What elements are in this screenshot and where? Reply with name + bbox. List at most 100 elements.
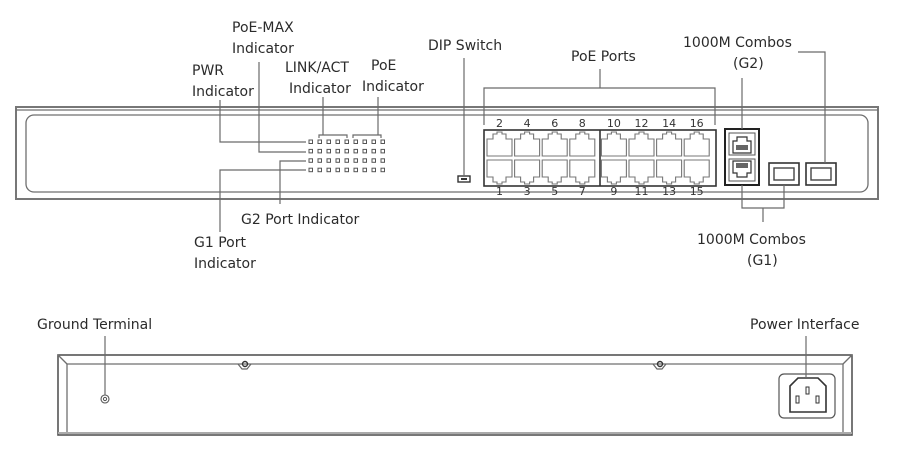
- port-number-label: 12: [635, 117, 649, 130]
- link-act-bracket: [318, 134, 348, 138]
- led-indicator: [362, 167, 367, 173]
- combos-g2-label: 1000M Combos: [683, 35, 792, 51]
- port-number-label: 15: [690, 185, 704, 198]
- front-panel-chassis: [15, 106, 879, 200]
- rj45-port: [628, 131, 655, 157]
- led-indicator: [335, 148, 340, 154]
- rj45-port: [541, 131, 568, 157]
- ground-terminal-label: Ground Terminal: [37, 317, 152, 333]
- led-indicator: [380, 158, 385, 163]
- led-indicator: [308, 158, 313, 163]
- rj45-port: [683, 131, 710, 157]
- combo-rj45-pair: [724, 128, 760, 186]
- led-indicator: [317, 139, 322, 144]
- poe-ports-label: PoE Ports: [571, 49, 636, 65]
- poe-max-label-2: Indicator: [232, 41, 294, 57]
- combos-g1-bracket: [741, 185, 785, 209]
- port-number-label: 4: [524, 117, 531, 130]
- led-indicator: [335, 158, 340, 163]
- rear-panel-chassis: [57, 354, 853, 436]
- led-indicator: [317, 167, 322, 173]
- poe-bracket: [352, 134, 382, 138]
- port-number-label: 10: [607, 117, 621, 130]
- pwr-label-2: Indicator: [192, 84, 254, 100]
- port-number-label: 16: [690, 117, 704, 130]
- led-indicator: [308, 139, 313, 144]
- led-indicator: [344, 158, 349, 163]
- led-indicator: [326, 167, 331, 173]
- led-indicator: [362, 158, 367, 163]
- led-indicator: [326, 158, 331, 163]
- combos-g2-leader-sfp: [798, 51, 826, 163]
- combos-g1-label: 1000M Combos: [697, 232, 806, 248]
- led-indicator: [344, 139, 349, 144]
- rear-panel: Ground Terminal Power Interface: [37, 317, 859, 436]
- led-indicator: [326, 148, 331, 154]
- rj45-port: [656, 159, 683, 185]
- led-indicator: [380, 148, 385, 154]
- led-indicator: [371, 167, 376, 173]
- led-indicator: [353, 139, 358, 144]
- poe-label-2: Indicator: [362, 79, 424, 95]
- led-indicator: [362, 148, 367, 154]
- rj45-port: [486, 131, 513, 157]
- poe-label: PoE: [371, 58, 396, 74]
- rear-screw-left: [237, 360, 252, 370]
- dip-switch-label: DIP Switch: [428, 38, 502, 54]
- led-indicator: [344, 148, 349, 154]
- dip-switch: [457, 175, 471, 183]
- g1-port-indicator-label-2: Indicator: [194, 256, 256, 272]
- indicator-grid: [308, 139, 385, 173]
- sfp-port-g2: [805, 162, 837, 186]
- port-number-label: 8: [579, 117, 586, 130]
- led-indicator: [362, 139, 367, 144]
- led-indicator: [353, 158, 358, 163]
- g1-port-leader: [219, 169, 306, 232]
- led-indicator: [371, 148, 376, 154]
- port-number-label: 11: [635, 185, 649, 198]
- rj45-ports: [486, 131, 710, 185]
- g2-port-indicator-label: G2 Port Indicator: [241, 212, 360, 228]
- rj45-port: [541, 159, 568, 185]
- front-panel-inner-bezel: [25, 114, 869, 193]
- port-number-label: 14: [662, 117, 676, 130]
- rj45-port: [514, 131, 541, 157]
- port-number-label: 6: [551, 117, 558, 130]
- link-act-label: LINK/ACT: [285, 60, 349, 76]
- led-indicator: [317, 148, 322, 154]
- rj45-port: [600, 159, 627, 185]
- led-indicator: [380, 139, 385, 144]
- rj45-port: [656, 131, 683, 157]
- led-indicator: [353, 148, 358, 154]
- led-indicator: [335, 167, 340, 173]
- rj45-port: [569, 159, 596, 185]
- port-number-label: 9: [610, 185, 617, 198]
- combos-g1-label-2: (G1): [747, 253, 778, 269]
- port-number-label: 3: [524, 185, 531, 198]
- led-indicator: [371, 158, 376, 163]
- combos-g2-label-2: (G2): [733, 56, 764, 72]
- rj45-port: [628, 159, 655, 185]
- led-indicator: [308, 148, 313, 154]
- sfp-port-g1: [768, 162, 800, 186]
- led-indicator: [317, 158, 322, 163]
- power-interface-label: Power Interface: [750, 317, 859, 333]
- pwr-leader: [219, 100, 306, 143]
- port-number-label: 5: [551, 185, 558, 198]
- rj45-port: [600, 131, 627, 157]
- rj45-port: [486, 159, 513, 185]
- g2-port-leader: [279, 160, 306, 204]
- rear-screw-right: [652, 360, 667, 370]
- led-indicator: [335, 139, 340, 144]
- led-indicator: [344, 167, 349, 173]
- port-number-label: 2: [496, 117, 503, 130]
- power-interface: [778, 373, 836, 419]
- led-indicator: [308, 167, 313, 173]
- led-indicator: [371, 139, 376, 144]
- led-indicator: [380, 167, 385, 173]
- ground-terminal: [100, 394, 110, 404]
- pwr-label: PWR: [192, 63, 224, 79]
- port-number-label: 1: [496, 185, 503, 198]
